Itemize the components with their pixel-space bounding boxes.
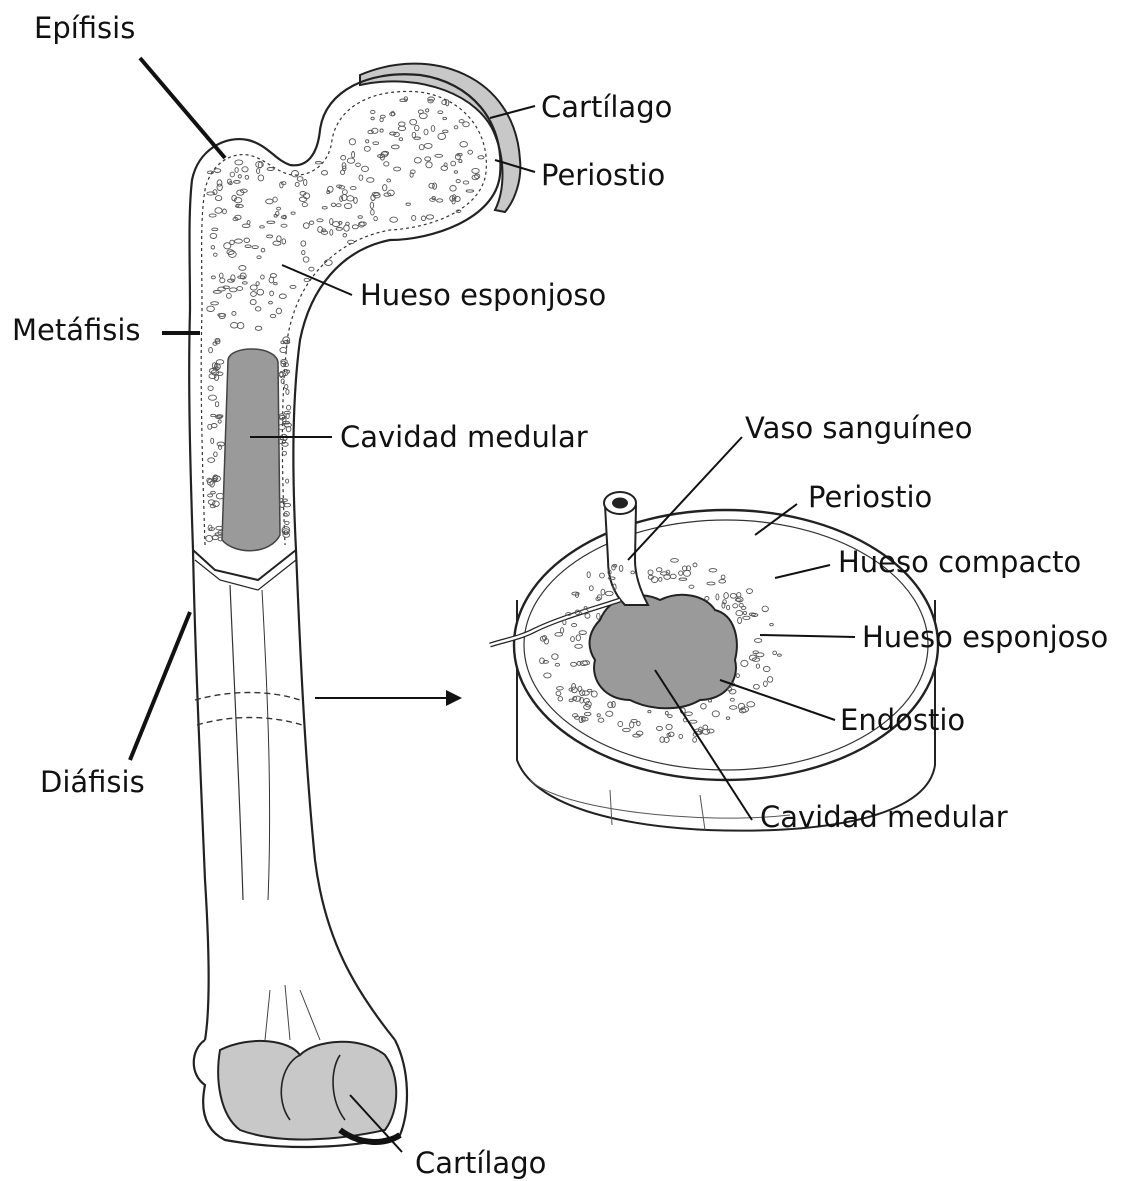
label-cartilago-bottom: Cartílago xyxy=(415,1146,546,1180)
label-hueso-esponjoso-bone: Hueso esponjoso xyxy=(360,278,606,312)
trabecula-dot xyxy=(315,162,321,164)
long-bone xyxy=(189,64,520,1147)
section-cut xyxy=(195,693,300,701)
label-cavidad-medular-bone: Cavidad medular xyxy=(340,420,588,454)
label-vaso-sanguineo: Vaso sanguíneo xyxy=(745,411,973,445)
label-cartilago-top: Cartílago xyxy=(541,90,672,124)
label-diafisis: Diáfisis xyxy=(40,765,145,799)
cross-section xyxy=(490,492,938,831)
section-marrow xyxy=(590,595,737,708)
label-hueso-esponjoso-section: Hueso esponjoso xyxy=(862,620,1108,654)
shaft-left-outline xyxy=(193,550,209,1040)
label-periostio-section: Periostio xyxy=(808,480,932,514)
trabecula-dot xyxy=(282,451,286,455)
trabecula-dot xyxy=(284,411,290,414)
trabecula-dot xyxy=(285,385,288,389)
label-metafisis: Metáfisis xyxy=(12,313,141,347)
trabecula-dot xyxy=(287,405,291,410)
label-periostio-bone: Periostio xyxy=(541,158,665,192)
label-endostio: Endostio xyxy=(840,703,965,737)
distal-condyles xyxy=(218,1041,396,1140)
trabecula-dot xyxy=(286,479,289,483)
label-epifisis: Epífisis xyxy=(34,11,135,45)
label-cavidad-medular-section: Cavidad medular xyxy=(760,800,1008,834)
section-arrow xyxy=(315,690,462,706)
label-hueso-compacto: Hueso compacto xyxy=(838,545,1081,579)
trabecula-dot xyxy=(285,521,289,524)
shaft-right-outline xyxy=(296,550,395,1040)
marrow-cavity xyxy=(222,349,280,551)
trabecula-dot xyxy=(286,389,289,394)
metaphysis-boundary xyxy=(193,550,296,580)
